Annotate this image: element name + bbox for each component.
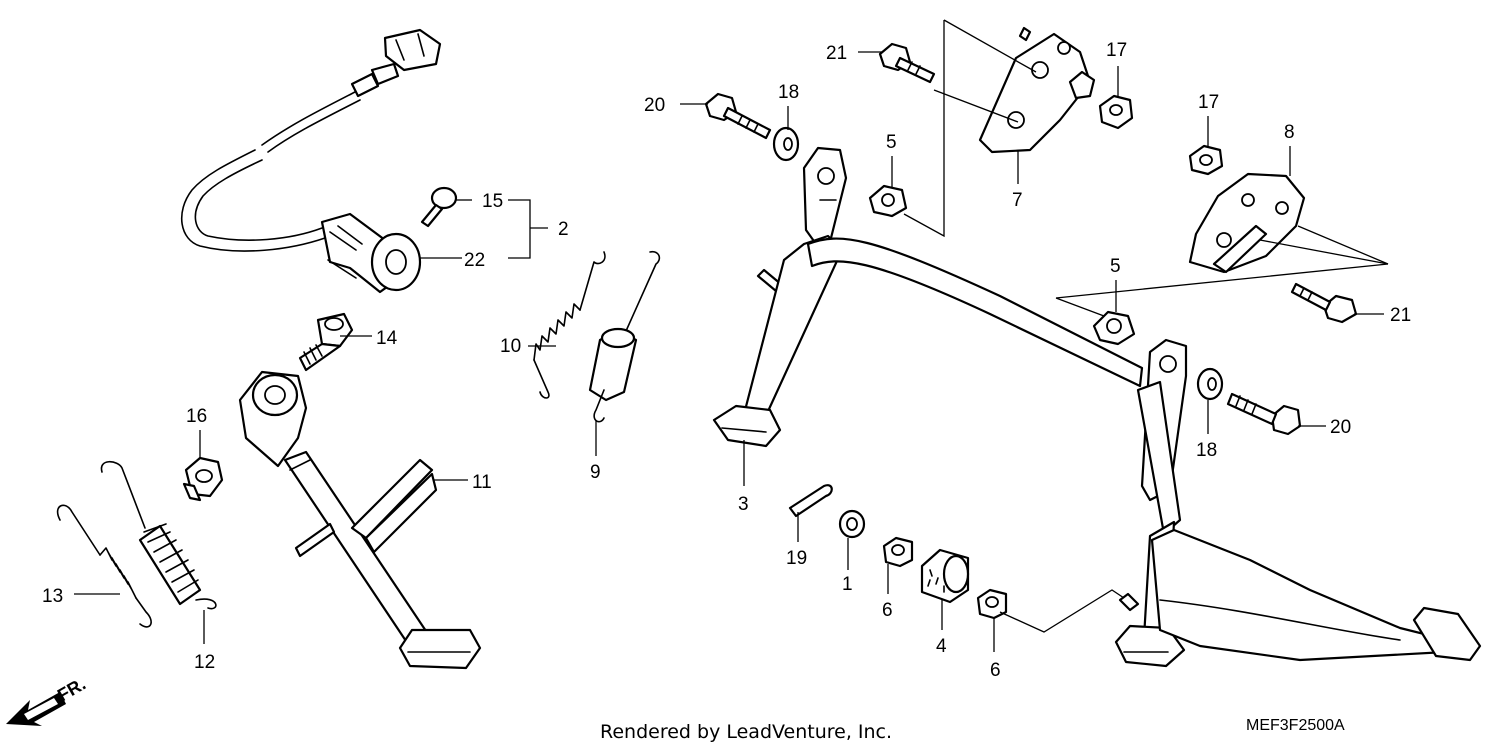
- callout-14: 14: [376, 328, 398, 349]
- collar-5-top: [868, 184, 908, 218]
- callout-13: 13: [42, 586, 63, 607]
- washer-18-right: [1196, 367, 1224, 401]
- footer-credit: Rendered by LeadVenture, Inc.: [600, 721, 892, 743]
- callout-6-right: 6: [990, 660, 1001, 681]
- spring-12: [100, 460, 217, 610]
- roller-4: [920, 548, 970, 604]
- callout-15: 15: [482, 191, 503, 212]
- callout-18-top: 18: [778, 82, 799, 103]
- nut-17-left: [1188, 144, 1224, 176]
- callout-17-left: 17: [1198, 92, 1219, 113]
- spring-9: [588, 250, 661, 423]
- spring-10: [533, 251, 606, 399]
- callout-19: 19: [786, 548, 807, 569]
- callout-11: 11: [472, 472, 492, 493]
- bracket-8: [1188, 172, 1306, 274]
- washer-18-top: [772, 126, 800, 162]
- front-direction-arrow-icon: FR.: [6, 674, 89, 726]
- callout-8: 8: [1284, 122, 1295, 143]
- side-stand-11: [238, 370, 482, 670]
- callout-5-right: 5: [1110, 256, 1121, 277]
- callout-10: 10: [500, 336, 521, 357]
- callout-12: 12: [194, 652, 215, 673]
- bolt-14: [298, 312, 354, 372]
- washer-1: [838, 509, 866, 539]
- bolt-15: [420, 186, 458, 228]
- bolt-20-right: [1226, 392, 1302, 436]
- callout-21-right: 21: [1390, 305, 1411, 326]
- callout-16: 16: [186, 406, 207, 427]
- callout-1: 1: [842, 574, 853, 595]
- callout-labels: 15 2 22 14 16 11 13 12 10 9 3 19 1 6 4 6…: [42, 40, 1411, 681]
- callout-4: 4: [936, 636, 947, 657]
- bolt-21-right: [1290, 282, 1358, 324]
- callout-5-top: 5: [886, 132, 897, 153]
- bracket-7: [978, 26, 1096, 154]
- callout-20-right: 20: [1330, 417, 1351, 438]
- nut-17-top: [1098, 94, 1134, 130]
- drawing-code: MEF3F2500A: [1246, 717, 1345, 734]
- cotter-pin-19: [788, 484, 833, 518]
- collar-6-right: [976, 588, 1008, 620]
- nut-16: [182, 456, 224, 502]
- callout-20-top: 20: [644, 95, 665, 116]
- callout-18-right: 18: [1196, 440, 1217, 461]
- collar-5-right: [1092, 310, 1136, 346]
- bolt-20-top: [704, 92, 772, 140]
- callout-17-top: 17: [1106, 40, 1127, 61]
- callout-2: 2: [558, 219, 569, 240]
- callout-9: 9: [590, 462, 601, 483]
- callout-22: 22: [464, 250, 485, 271]
- callout-3: 3: [738, 494, 749, 515]
- callout-6-left: 6: [882, 600, 893, 621]
- callout-21-top: 21: [826, 43, 847, 64]
- side-stand-switch-assembly: [180, 28, 442, 294]
- callout-7: 7: [1012, 190, 1023, 211]
- bolt-21-top: [878, 42, 936, 84]
- leader-lines: [74, 19, 1389, 652]
- spring-13: [56, 504, 152, 628]
- center-stand-3: [712, 146, 1482, 668]
- collar-6-left: [882, 536, 914, 568]
